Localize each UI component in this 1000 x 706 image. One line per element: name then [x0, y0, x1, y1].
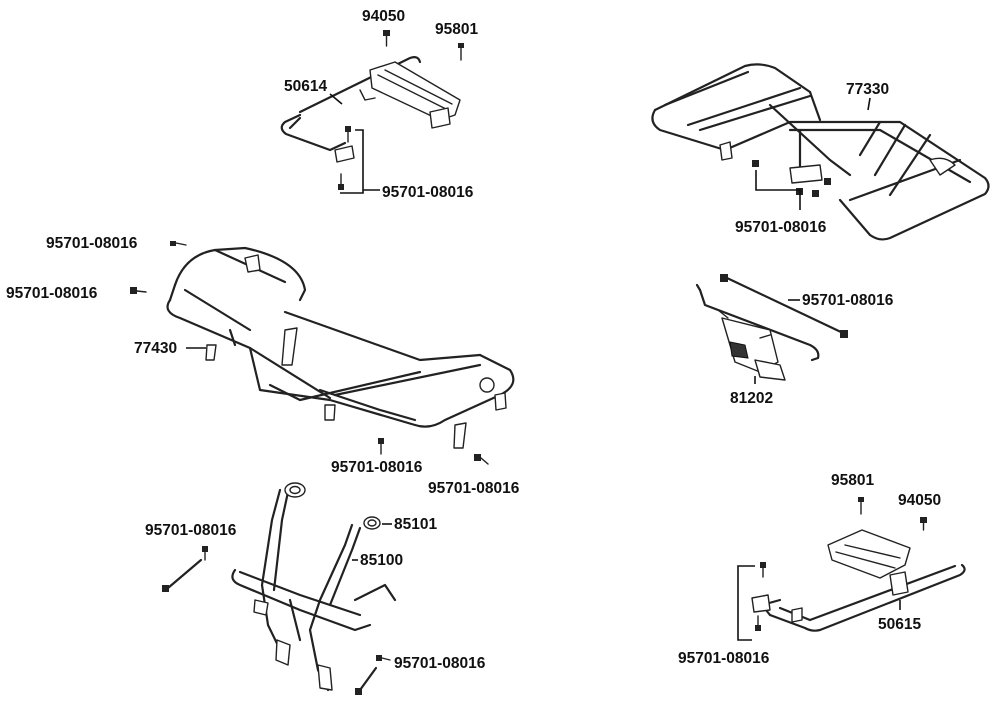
- bracket-81202-drawing: [695, 283, 820, 381]
- part-number-95701-08016: 95701-08016: [428, 480, 520, 497]
- part-number-95701-08016: 95701-08016: [394, 655, 486, 672]
- screw-icon: [858, 497, 864, 515]
- part-number-50615: 50615: [878, 616, 921, 633]
- part-number-95701-08016: 95701-08016: [382, 184, 474, 201]
- part-number-81202: 81202: [730, 390, 773, 407]
- bolt-icon: [355, 688, 362, 695]
- part-number-95701-08016: 95701-08016: [46, 235, 138, 252]
- leader-line: [867, 97, 871, 111]
- part-number-95701-08016: 95701-08016: [331, 459, 423, 476]
- part-number-95801: 95801: [435, 21, 478, 38]
- part-number-85100: 85100: [360, 552, 403, 569]
- bolt-icon: [383, 30, 390, 47]
- bolt-shaft: [725, 276, 845, 335]
- rack-77330-drawing: [651, 63, 990, 241]
- bolt-icon: [338, 126, 351, 190]
- part-number-95801: 95801: [831, 472, 874, 489]
- leader-line: [737, 565, 755, 641]
- bracket-50615-drawing: [751, 529, 966, 632]
- frame-85100-drawing: [231, 482, 397, 692]
- screw-icon: [170, 241, 187, 246]
- part-number-77430: 77430: [134, 340, 177, 357]
- bolt-icon: [162, 585, 169, 592]
- bolt-icon: [720, 274, 848, 338]
- leader-line: [329, 93, 343, 105]
- part-number-95701-08016: 95701-08016: [802, 292, 894, 309]
- part-number-95701-08016: 95701-08016: [678, 650, 770, 667]
- rack-77430-drawing: [166, 246, 515, 449]
- bolt-shaft: [166, 558, 203, 590]
- bolt-icon: [130, 287, 147, 294]
- bolt-icon: [920, 517, 927, 531]
- bolt-icon: [376, 655, 391, 661]
- screw-icon: [458, 43, 464, 61]
- bracket-50614-drawing: [280, 56, 461, 163]
- part-number-95701-08016: 95701-08016: [145, 522, 237, 539]
- part-number-50614: 50614: [284, 78, 327, 95]
- part-number-95701-08016: 95701-08016: [6, 285, 98, 302]
- leader-line: [755, 170, 801, 210]
- part-number-94050: 94050: [362, 8, 405, 25]
- part-number-94050: 94050: [898, 492, 941, 509]
- bolt-icon: [474, 454, 489, 465]
- part-number-85101: 85101: [394, 516, 437, 533]
- bolt-shaft: [358, 666, 378, 692]
- part-number-95701-08016: 95701-08016: [735, 219, 827, 236]
- part-number-77330: 77330: [846, 81, 889, 98]
- bolt-icon: [202, 546, 208, 561]
- bolt-icon: [755, 562, 766, 631]
- leader-line: [340, 129, 380, 194]
- bolt-icon: [378, 438, 384, 455]
